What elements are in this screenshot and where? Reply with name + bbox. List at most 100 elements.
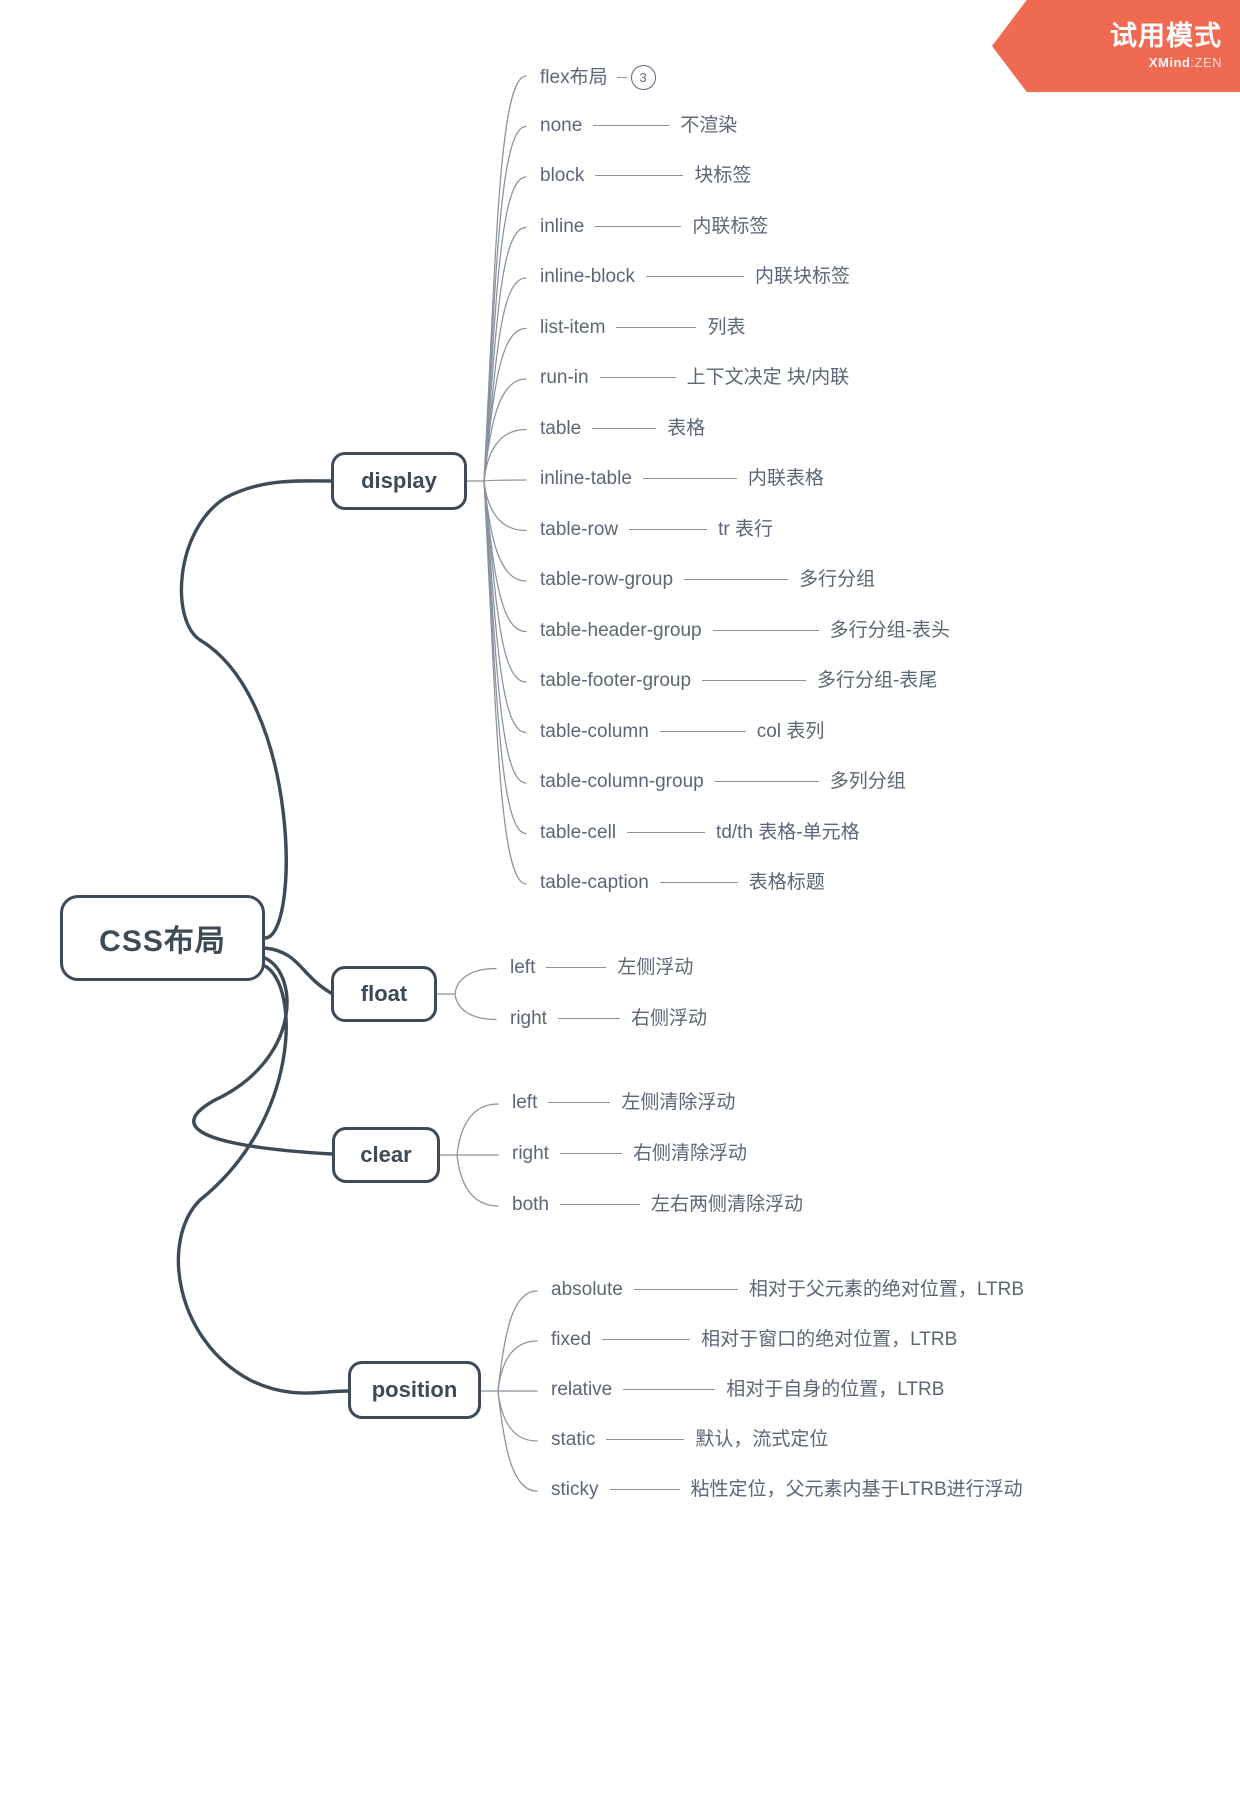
leaf-row-display-16[interactable]: table-caption 表格标题 — [540, 873, 825, 892]
leaf-connector-dash — [684, 579, 789, 580]
leaf-row-display-4[interactable]: inline-block 内联块标签 — [540, 267, 850, 286]
leaf-key: inline — [540, 215, 585, 237]
leaf-connector-dash — [595, 175, 684, 176]
leaf-connector-dash — [616, 326, 697, 328]
root-node-label: CSS布局 — [99, 925, 226, 958]
leaf-value: 左侧清除浮动 — [621, 1092, 736, 1113]
leaf-value: 粘性定位，父元素内基于LTRB进行浮动 — [690, 1479, 1023, 1500]
branch-label-display: display — [361, 468, 437, 493]
leaf-row-display-10[interactable]: table-row-group 多行分组 — [540, 570, 875, 589]
leaf-value: 左侧浮动 — [617, 956, 694, 978]
leaf-row-clear-1[interactable]: right 右侧清除浮动 — [512, 1144, 747, 1163]
leaf-row-display-11[interactable]: table-header-group 多行分组-表头 — [540, 621, 950, 640]
leaf-row-display-3[interactable]: inline 内联标签 — [540, 217, 768, 236]
leaf-connector-dash — [593, 124, 670, 126]
leaf-connector-dash — [702, 680, 807, 681]
collapsed-children-badge[interactable]: 3 — [630, 65, 656, 90]
leaf-key: none — [540, 114, 583, 136]
leaf-row-display-6[interactable]: run-in 上下文决定 块/内联 — [540, 368, 849, 387]
leaf-connector-dash — [602, 1339, 691, 1340]
leaf-row-display-8[interactable]: inline-table 内联表格 — [540, 469, 824, 488]
leaf-value: 多行分组-表头 — [829, 619, 950, 641]
leaf-value: 右侧清除浮动 — [632, 1143, 747, 1164]
leaf-value: 内联表格 — [747, 468, 824, 489]
branch-node-display[interactable]: display — [331, 452, 467, 510]
leaf-value: 不渲染 — [680, 114, 738, 136]
leaf-key: table-footer-group — [540, 670, 692, 691]
leaf-value: 列表 — [707, 316, 746, 338]
leaf-value: col 表列 — [756, 720, 825, 742]
leaf-connector-dash — [646, 276, 745, 277]
leaf-value: tr 表行 — [718, 518, 774, 540]
leaf-value: 多行分组 — [799, 569, 876, 590]
leaf-row-display-14[interactable]: table-column-group 多列分组 — [540, 772, 906, 791]
leaf-key: table-row — [540, 518, 619, 540]
leaf-row-display-1[interactable]: none 不渲染 — [540, 116, 737, 135]
leaf-value: td/th 表格-单元格 — [716, 821, 860, 843]
leaf-connector-dash — [712, 629, 819, 631]
leaf-key: inline-table — [540, 468, 632, 489]
leaf-connector-dash — [633, 1289, 738, 1290]
leaf-connector-dash — [659, 730, 746, 732]
leaf-key: table-column — [540, 720, 649, 742]
leaf-value: 多行分组-表尾 — [817, 670, 938, 691]
leaf-connector-dash — [609, 1489, 680, 1490]
leaf-value: 上下文决定 块/内联 — [686, 367, 850, 388]
leaf-value: 相对于窗口的绝对位置，LTRB — [701, 1329, 958, 1350]
leaf-key: absolute — [551, 1279, 623, 1300]
leaf-key: run-in — [540, 367, 589, 388]
branch-label-float: float — [360, 981, 408, 1006]
branch-node-clear[interactable]: clear — [332, 1127, 440, 1183]
trial-mode-banner: 试用模式 XMind:ZEN — [992, 0, 1240, 92]
leaf-connector-dash — [627, 831, 706, 833]
trial-mode-title: 试用模式 — [1110, 21, 1222, 52]
leaf-connector-dash — [546, 966, 607, 968]
leaf-key: table-header-group — [540, 619, 702, 641]
leaf-value: 多列分组 — [829, 771, 906, 792]
leaf-connector-dash — [559, 1153, 622, 1154]
branch-node-float[interactable]: float — [331, 966, 437, 1022]
leaf-key: table-row-group — [540, 569, 674, 590]
leaf-connector-dash — [559, 1204, 640, 1205]
leaf-key: left — [510, 956, 536, 978]
leaf-row-float-0[interactable]: left 左侧浮动 — [510, 958, 693, 977]
leaf-key: right — [512, 1143, 549, 1164]
leaf-key: table-cell — [540, 821, 617, 843]
leaf-key: table-column-group — [540, 771, 704, 792]
leaf-row-display-13[interactable]: table-column col 表列 — [540, 722, 824, 741]
leaf-connector-dash — [548, 1102, 611, 1103]
branch-label-position: position — [371, 1377, 458, 1402]
leaf-key: inline-block — [540, 266, 636, 287]
leaf-value: 内联块标签 — [755, 266, 851, 287]
leaf-value: 相对于自身的位置，LTRB — [726, 1379, 945, 1400]
leaf-value: 默认，流式定位 — [695, 1429, 829, 1450]
brand-edition: ZEN — [1194, 54, 1222, 70]
leaf-value: 表格 — [667, 417, 706, 439]
leaf-value: 内联标签 — [692, 215, 769, 237]
brand-separator: : — [1190, 54, 1195, 70]
leaf-value: 左右两侧清除浮动 — [650, 1194, 803, 1215]
leaf-connector-dash — [623, 1389, 716, 1390]
leaf-key: table-caption — [540, 872, 649, 893]
leaf-row-display-15[interactable]: table-cell td/th 表格-单元格 — [540, 823, 860, 842]
leaf-key: right — [510, 1007, 547, 1029]
branch-node-position[interactable]: position — [348, 1361, 481, 1419]
leaf-row-display-9[interactable]: table-row tr 表行 — [540, 520, 773, 539]
root-node[interactable]: CSS布局 — [60, 895, 265, 981]
leaf-value: 表格标题 — [748, 872, 825, 893]
leaf-row-display-12[interactable]: table-footer-group 多行分组-表尾 — [540, 671, 937, 690]
leaf-connector-dash — [557, 1017, 620, 1019]
